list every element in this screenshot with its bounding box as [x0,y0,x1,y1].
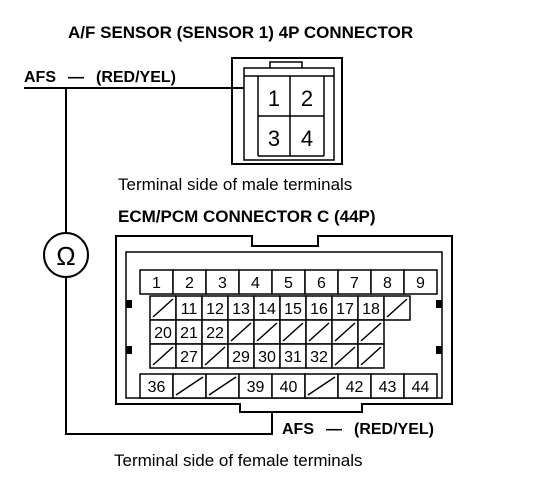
ecm-pin-label: 14 [258,301,276,318]
ecm-pin-label: 2 [185,275,194,292]
ecm-pin-label: 20 [154,325,172,342]
ecm-pin-label: 22 [206,325,224,342]
ecm-pin-cell [238,269,273,295]
ecm-pin-label: 9 [416,275,425,292]
ecm-pin-label: 11 [181,301,198,318]
ecm-pin-label: 42 [346,379,364,396]
ecm-pin-cell [172,269,207,295]
ecm-pin-label: 13 [232,301,250,318]
ecm-pin-label: 21 [180,325,198,342]
ecm-pin-label: 27 [180,349,198,366]
ecm-pin-label: 8 [383,275,392,292]
sensor-pin: 1 [268,86,280,111]
ecm-pin-blank-hatch [307,376,336,396]
sensor-connector: 1 2 3 4 [231,57,343,165]
ecm-pin-blank-hatch [204,346,226,366]
ecm-pin-blank-hatch [334,346,356,366]
ecm-connector-title: ECM/PCM CONNECTOR C (44P) [118,207,376,226]
ecm-pin-label: 5 [284,275,293,292]
ecm-pin-blank-hatch [282,322,304,342]
ecm-pin-cell [331,295,359,321]
ecm-pin-cell [175,319,203,345]
sensor-pin: 2 [301,86,313,111]
ecm-pin-blank-hatch [175,376,204,396]
ecm-pin-blank-hatch [230,322,252,342]
ecm-pin-cell [403,269,438,295]
ecm-pin-cell [337,269,372,295]
ecm-wire-dash: — [326,421,342,438]
sensor-wire-color: (RED/YEL) [96,69,176,86]
ecm-pin-cell [201,295,229,321]
sensor-wire-label: AFS [24,69,56,86]
ecm-pin-label: 1 [152,275,161,292]
ohm-symbol: Ω [56,241,75,271]
sensor-connector-title: A/F SENSOR (SENSOR 1) 4P CONNECTOR [68,23,413,42]
ecm-pin-label: 12 [206,301,224,318]
ecm-pin-label: 17 [336,301,354,318]
ecm-pin-cell [271,269,306,295]
ecm-pin-label: 15 [284,301,302,318]
ecm-pin-label: 40 [280,379,298,396]
ecm-wire-color: (RED/YEL) [354,421,434,438]
ecm-pin-cell [279,343,307,369]
ohmmeter-icon: Ω [43,232,89,278]
ecm-pin-cell [403,373,438,399]
sensor-wire-dash: — [68,69,84,86]
ecm-wire-label: AFS [282,421,314,438]
ecm-pin-blank-hatch [334,322,356,342]
ecm-pin-blank-hatch [208,376,237,396]
ecm-pin-cell [238,373,273,399]
ecm-pin-label: 43 [379,379,397,396]
ecm-pin-blank-hatch [386,298,408,318]
ecm-pin-label: 3 [218,275,227,292]
ecm-pin-blank-hatch [308,322,330,342]
ecm-pin-cell [337,373,372,399]
ecm-pin-blank-hatch [256,322,278,342]
ecm-pin-label: 7 [350,275,359,292]
ecm-pin-label: 30 [258,349,276,366]
ecm-pin-cell [175,295,203,321]
ecm-pin-blank-hatch [152,298,174,318]
ecm-pin-label: 44 [412,379,430,396]
ecm-pin-cell [357,295,385,321]
ecm-caption: Terminal side of female terminals [114,451,362,470]
ecm-pin-label: 31 [284,349,302,366]
ecm-pin-blank-hatch [360,322,382,342]
sensor-caption: Terminal side of male terminals [118,175,352,194]
ecm-pin-blank-hatch [152,346,174,366]
ecm-pin-blank-hatch [360,346,382,366]
sensor-pin: 3 [268,126,280,151]
sensor-pin: 4 [301,126,313,151]
ecm-pin-cell [304,269,339,295]
ecm-pin-label: 32 [310,349,328,366]
ecm-pin-label: 4 [251,275,260,292]
ecm-pin-label: 18 [362,301,380,318]
ecm-pin-label: 29 [232,349,250,366]
ecm-pin-cell [139,269,174,295]
ecm-pin-label: 36 [148,379,166,396]
ecm-pin-label: 16 [310,301,328,318]
ecm-pin-label: 39 [247,379,265,396]
ecm-pin-cell [139,373,174,399]
ecm-pin-label: 6 [317,275,326,292]
